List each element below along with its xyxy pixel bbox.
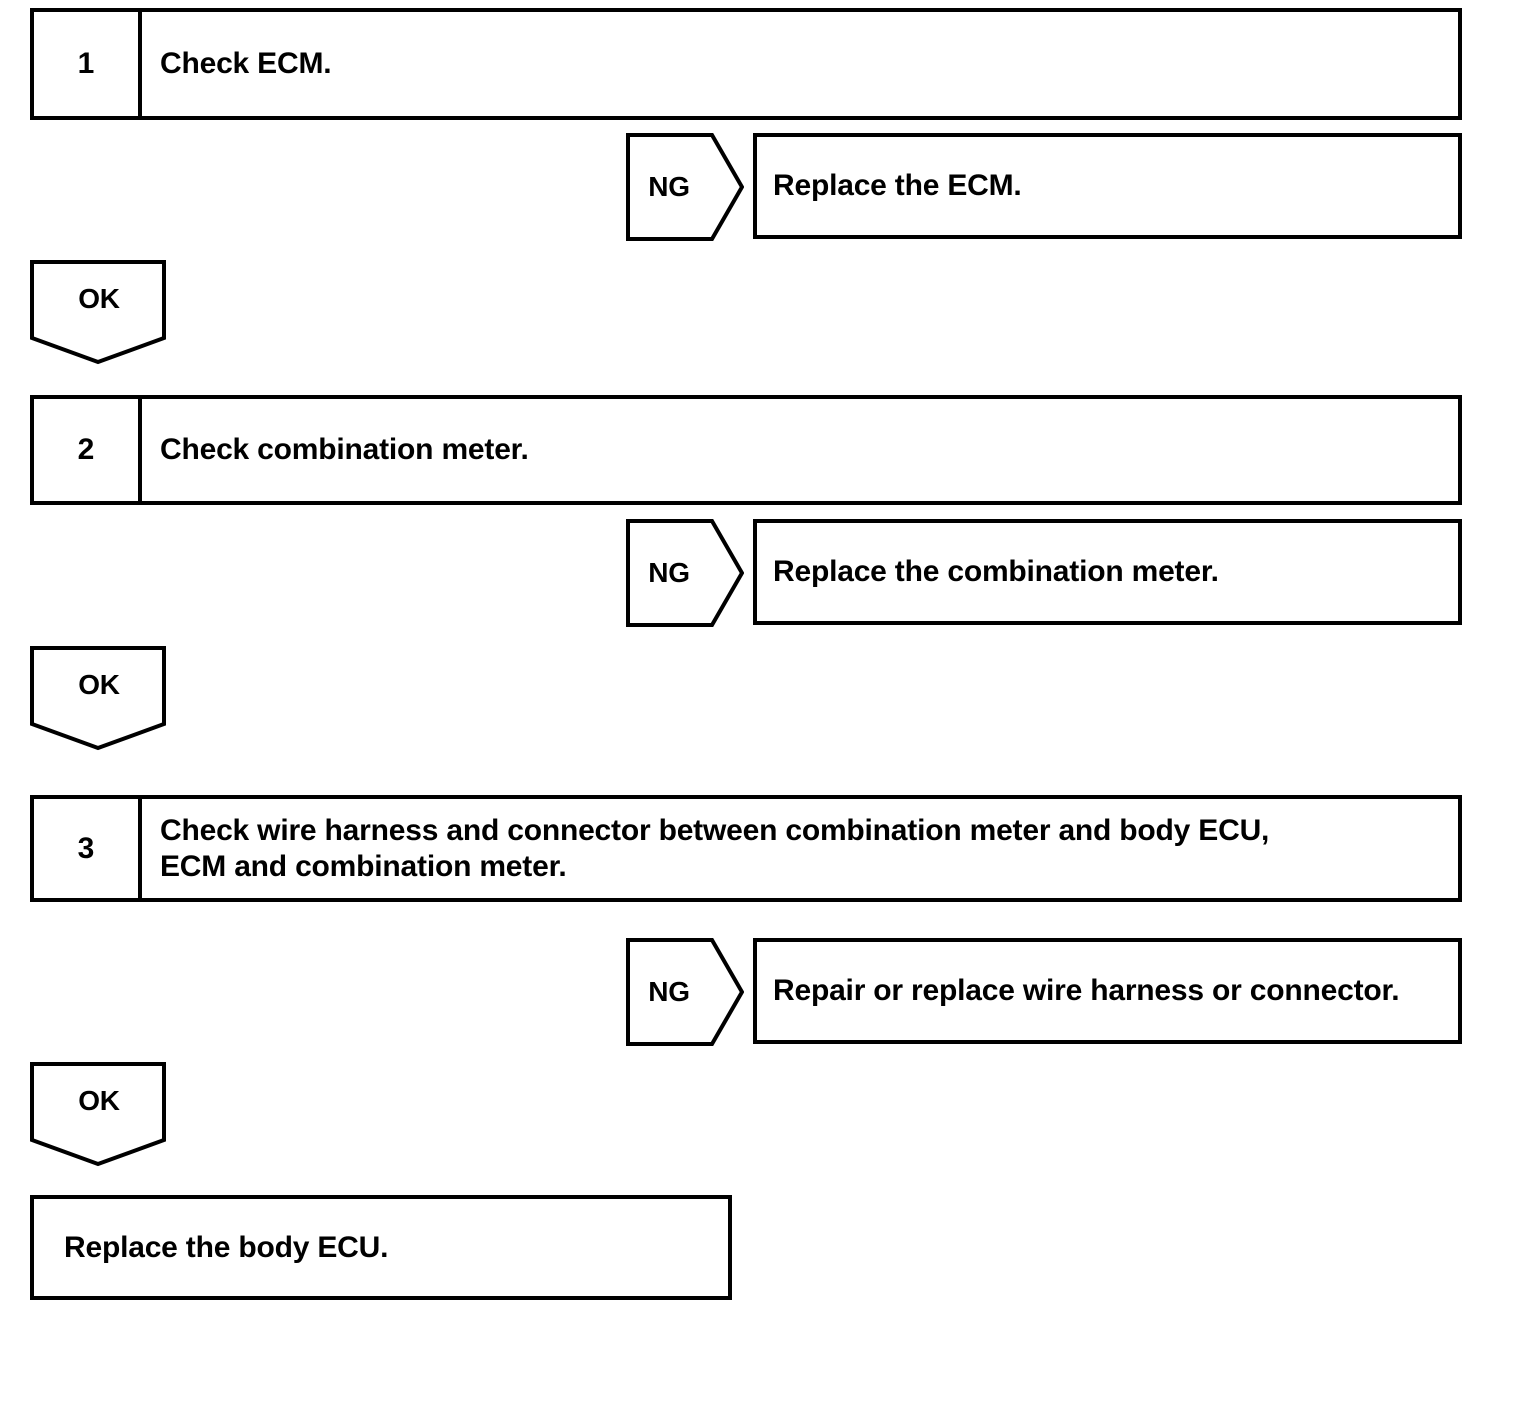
step-text-2: Check combination meter. [160,433,529,467]
ok-arrow-2: OK [30,646,168,751]
ng-result-box-1: Replace the ECM. [753,133,1462,239]
step-text-3: Check wire harness and connector between… [142,799,1458,898]
ok-arrow-label-3: OK [78,1085,120,1116]
step-number-2: 2 [34,399,142,501]
ng-arrow-3: NG [626,938,744,1046]
step-number-3: 3 [34,799,142,898]
step-box-2: 2 Check combination meter. [30,395,1462,505]
ok-arrow-1: OK [30,260,168,365]
step-text-1: Check ECM. [160,47,332,81]
ng-arrow-label-2: NG [648,557,690,588]
step-box-1: 1 Check ECM. [30,8,1462,120]
ng-arrow-label-3: NG [648,976,690,1007]
ng-arrow-label-1: NG [648,171,690,202]
ng-arrow-1: NG [626,133,744,241]
step-box-3: 3 Check wire harness and connector betwe… [30,795,1462,902]
step-text-3-line-1: Check wire harness and connector between… [160,814,1270,848]
step-number-1: 1 [34,12,142,116]
ok-arrow-label-1: OK [78,283,120,314]
ng-result-box-3: Repair or replace wire harness or connec… [753,938,1462,1044]
final-result-box: Replace the body ECU. [30,1195,732,1300]
ok-arrow-3: OK [30,1062,168,1167]
ok-arrow-label-2: OK [78,669,120,700]
ng-result-box-2: Replace the combination meter. [753,519,1462,625]
step-text-3-line-2: ECM and combination meter. [160,849,567,883]
ng-arrow-2: NG [626,519,744,627]
